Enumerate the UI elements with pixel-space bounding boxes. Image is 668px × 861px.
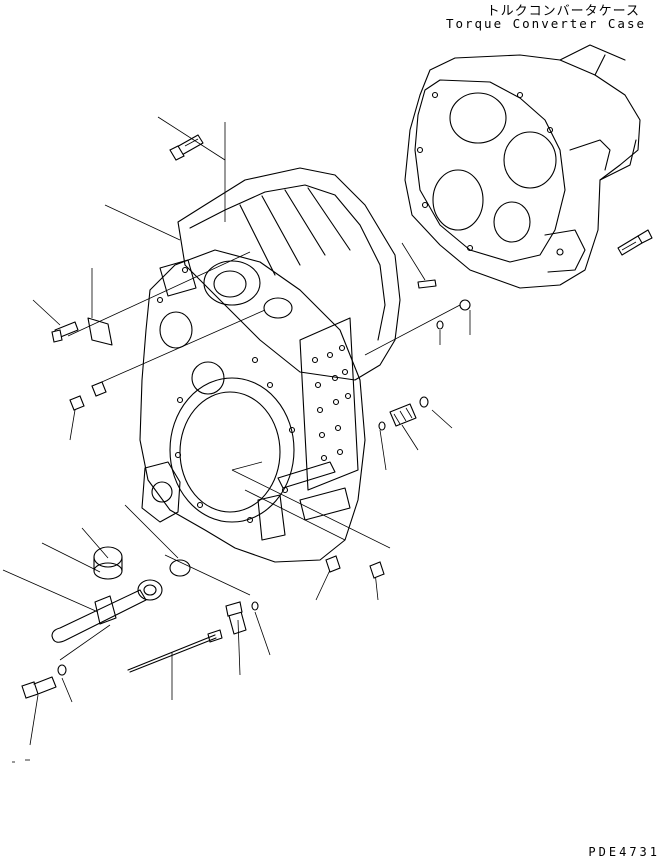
transmission-case	[139, 167, 401, 563]
cover-plate	[87, 317, 113, 346]
threaded-plug-icon	[389, 403, 417, 427]
plug-icon	[325, 555, 341, 573]
bolt-icon	[51, 321, 79, 343]
torque-converter-case-label: Torque Converter Case	[445, 16, 646, 31]
tube-icon	[51, 589, 147, 643]
plug-icon	[369, 561, 385, 579]
leader-lines	[2, 116, 471, 746]
o-ring	[459, 299, 471, 311]
bolt-icon	[225, 601, 247, 635]
torque-converter-case-label-jp: トルクコンバータケース	[486, 4, 640, 19]
bolt-icon	[617, 229, 653, 256]
o-ring	[436, 320, 444, 330]
drawing-code: PDE4731	[588, 845, 660, 859]
bolt-icon	[169, 134, 204, 161]
cap-icon	[93, 546, 123, 580]
washer	[57, 664, 67, 676]
plug-icon	[69, 381, 107, 411]
torque-converter-case	[404, 44, 641, 289]
flange-icon	[137, 579, 163, 601]
pin-icon	[417, 279, 437, 289]
dipstick-icon	[127, 629, 223, 673]
o-ring	[251, 601, 259, 611]
bolt-icon	[21, 676, 57, 699]
o-ring	[419, 396, 429, 408]
o-ring	[378, 421, 386, 431]
o-ring-large	[169, 559, 191, 577]
valve-plate	[299, 317, 359, 491]
